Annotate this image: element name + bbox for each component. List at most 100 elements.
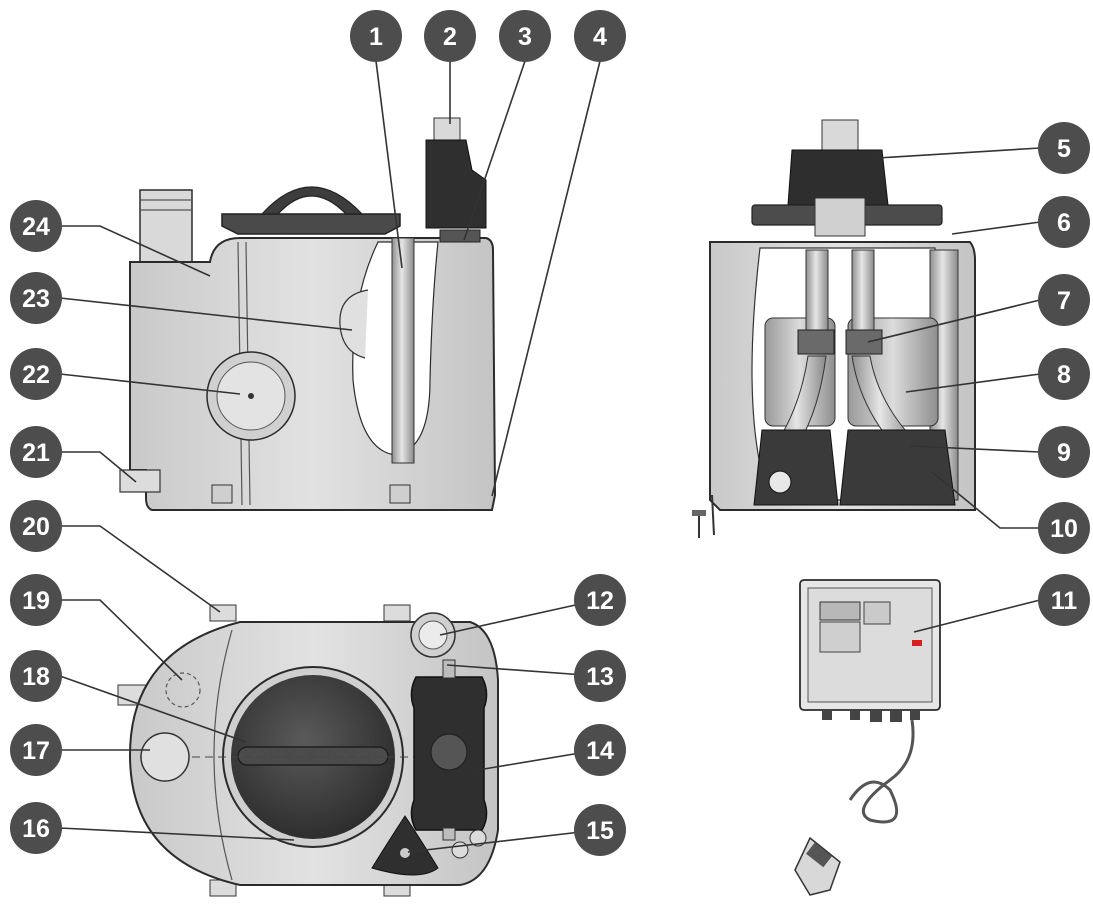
leader-16	[59, 827, 295, 841]
cable-gland	[433, 117, 461, 141]
svg-text:2: 2	[443, 23, 457, 51]
check-valve-left	[797, 329, 835, 355]
leader-22	[59, 373, 241, 395]
power-plug	[794, 836, 841, 896]
leader-9	[909, 445, 1041, 453]
svg-text:16: 16	[22, 815, 50, 843]
leader-21	[60, 451, 137, 483]
callout-24: 24	[10, 200, 62, 252]
svg-text:10: 10	[1050, 515, 1078, 543]
callout-23: 23	[10, 272, 62, 324]
callout-badges: 1 2 3 4 5 6 7 8 9 10 11 12 13 14 15 16 1…	[10, 10, 1090, 856]
leader-12	[439, 599, 599, 636]
pump-base-right	[839, 429, 956, 506]
leader-7	[867, 299, 1041, 343]
callout-19: 19	[10, 574, 62, 626]
leader-19	[60, 599, 183, 681]
leader-24	[60, 225, 211, 277]
svg-text:22: 22	[22, 361, 50, 389]
lid-handle-side	[260, 186, 364, 215]
leader-18	[59, 675, 247, 743]
callout-5: 5	[1038, 122, 1090, 174]
pump-motor-housing	[425, 139, 487, 229]
hidden-port-19	[165, 672, 201, 708]
svg-text:8: 8	[1057, 361, 1071, 389]
svg-text:17: 17	[22, 737, 50, 765]
callout-10: 10	[1038, 502, 1090, 554]
leader-6	[951, 221, 1041, 235]
svg-text:23: 23	[22, 285, 50, 313]
control-display	[819, 601, 861, 621]
terminal-block	[439, 229, 481, 243]
callout-4: 4	[574, 10, 626, 62]
callout-14: 14	[574, 724, 626, 776]
svg-text:1: 1	[369, 23, 383, 51]
leader-15	[407, 829, 599, 853]
svg-text:15: 15	[586, 817, 614, 845]
leader-13	[446, 664, 599, 677]
pressure-pipe	[391, 237, 415, 464]
callout-17: 17	[10, 724, 62, 776]
svg-text:6: 6	[1057, 209, 1071, 237]
motor-block	[787, 149, 889, 206]
svg-text:14: 14	[586, 737, 614, 765]
front-view	[692, 119, 976, 538]
svg-text:19: 19	[22, 587, 50, 615]
callout-15: 15	[574, 804, 626, 856]
svg-text:13: 13	[586, 663, 614, 691]
callout-11: 11	[1038, 574, 1090, 626]
control-indicator-red	[912, 640, 922, 646]
callout-9: 9	[1038, 426, 1090, 478]
leader-5	[877, 147, 1041, 159]
power-cable	[848, 719, 915, 824]
callout-12: 12	[574, 574, 626, 626]
leader-20	[60, 525, 221, 613]
svg-text:18: 18	[22, 663, 50, 691]
lid-handle-top	[237, 746, 389, 766]
triangle-cover-15	[371, 815, 439, 876]
svg-text:21: 21	[22, 439, 50, 467]
motor-top-cap	[821, 119, 859, 151]
callout-6: 6	[1038, 196, 1090, 248]
leader-8	[905, 373, 1041, 393]
callout-8: 8	[1038, 348, 1090, 400]
callout-21: 21	[10, 426, 62, 478]
tank-body-side	[129, 237, 497, 511]
svg-text:11: 11	[1051, 587, 1078, 615]
svg-text:20: 20	[22, 513, 50, 541]
callout-22: 22	[10, 348, 62, 400]
vent-inlet-pipe	[139, 189, 193, 266]
leader-23	[59, 297, 353, 331]
leader-11	[913, 599, 1041, 633]
tank-lid-side	[221, 213, 401, 235]
callout-20: 20	[10, 500, 62, 552]
callout-13: 13	[574, 650, 626, 702]
svg-text:5: 5	[1057, 135, 1071, 163]
callout-3: 3	[499, 10, 551, 62]
top-view	[117, 604, 499, 897]
leader-3	[463, 60, 526, 241]
callout-1: 1	[350, 10, 402, 62]
pump-base-left	[753, 429, 839, 506]
check-valve-right	[845, 329, 883, 355]
callout-2: 2	[424, 10, 476, 62]
callout-16: 16	[10, 802, 62, 854]
side-inlet-23	[339, 289, 369, 359]
leader-1	[375, 60, 403, 269]
svg-text:4: 4	[593, 23, 607, 51]
svg-text:24: 24	[22, 213, 50, 241]
callout-18: 18	[10, 650, 62, 702]
svg-text:9: 9	[1057, 439, 1071, 467]
side-port-17	[140, 732, 190, 782]
callout-7: 7	[1038, 274, 1090, 326]
leader-4	[491, 60, 601, 497]
leader-lines	[59, 60, 1041, 853]
svg-text:3: 3	[518, 23, 532, 51]
svg-text:12: 12	[586, 587, 614, 615]
side-view	[119, 117, 497, 511]
control-box	[794, 579, 941, 896]
leader-10	[931, 471, 1040, 529]
pipe-junction	[814, 197, 866, 237]
svg-text:7: 7	[1057, 287, 1071, 315]
